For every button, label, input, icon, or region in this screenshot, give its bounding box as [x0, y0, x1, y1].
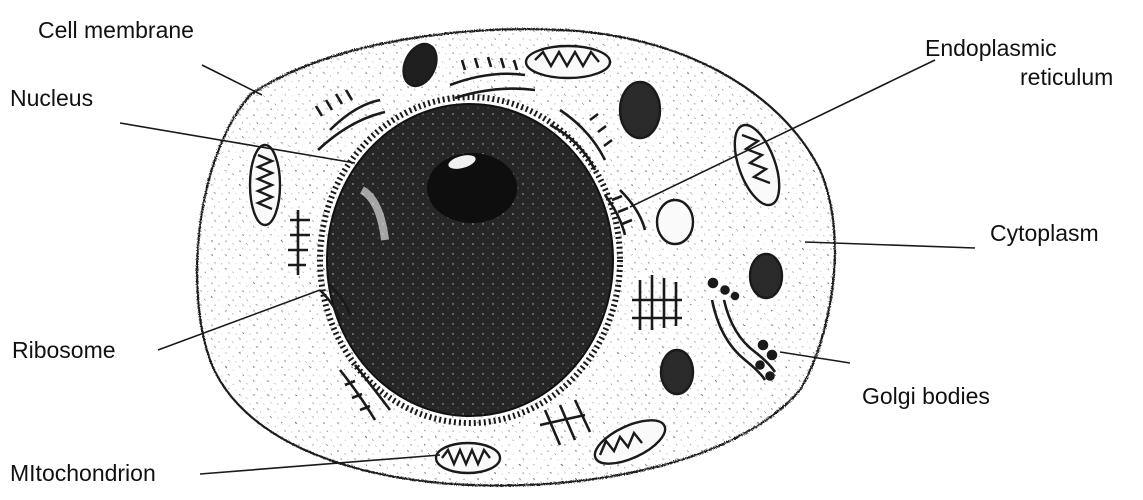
label-cell-membrane: Cell membrane — [38, 17, 194, 43]
leader-cell-membrane — [202, 65, 262, 95]
label-er-line2: reticulum — [1020, 64, 1113, 90]
label-cytoplasm: Cytoplasm — [990, 220, 1099, 246]
label-ribosome: Ribosome — [12, 337, 116, 363]
label-nucleus: Nucleus — [10, 85, 93, 111]
label-golgi-bodies: Golgi bodies — [862, 383, 990, 409]
label-mitochondrion: MItochondrion — [10, 460, 156, 486]
label-er-line1: Endoplasmic — [925, 35, 1057, 61]
